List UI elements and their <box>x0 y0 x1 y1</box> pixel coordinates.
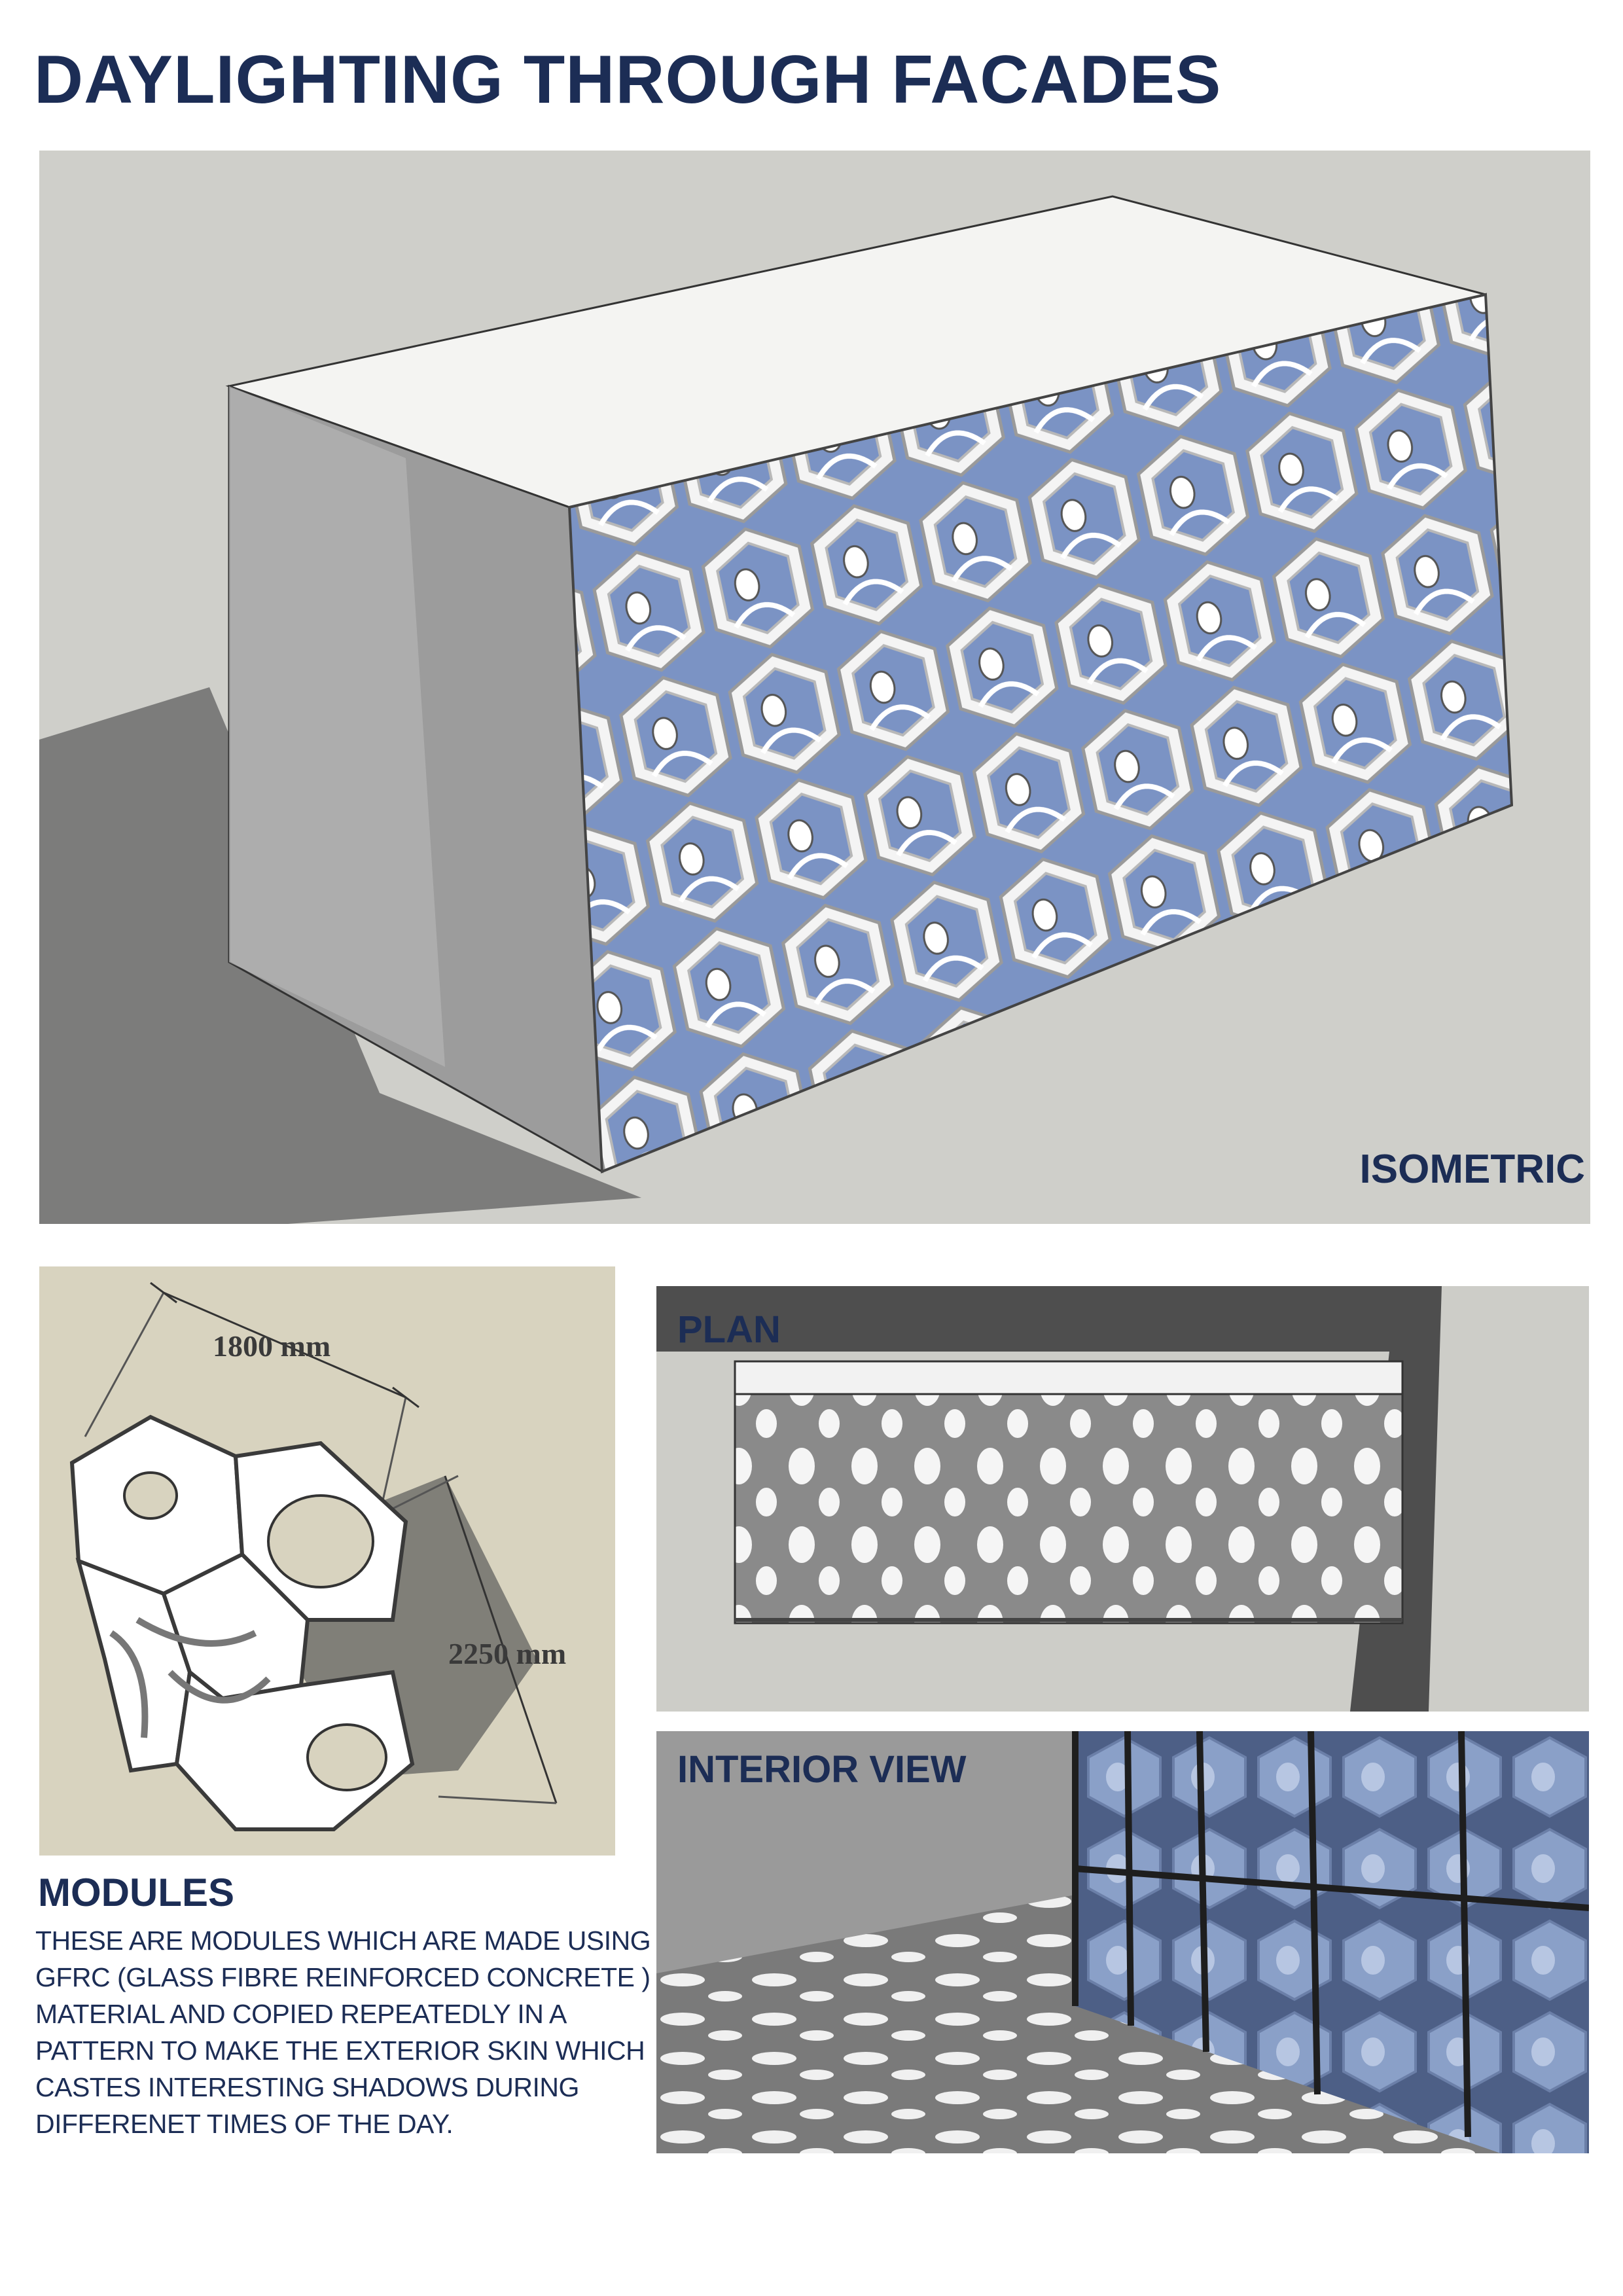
modules-drawing-panel: 1800 mm 2250 mm <box>39 1266 615 1856</box>
facade-modules <box>567 293 1514 1174</box>
modules-description-line: CASTES INTERESTING SHADOWS DURING <box>35 2072 579 2102</box>
plan-rendering <box>656 1286 1442 1712</box>
modules-description-line: PATTERN TO MAKE THE EXTERIOR SKIN WHICH <box>35 2036 645 2066</box>
modules-heading: MODULES <box>38 1871 234 1914</box>
modules-description: THESE ARE MODULES WHICH ARE MADE USING G… <box>35 1922 651 2142</box>
ground-shadow <box>39 687 641 1224</box>
modules-description-line: THESE ARE MODULES WHICH ARE MADE USING <box>35 1926 651 1956</box>
module-width-dimension: 1800 mm <box>213 1329 331 1363</box>
page-title: DAYLIGHTING THROUGH FACADES <box>34 42 1222 118</box>
isometric-panel: ISOMETRIC <box>39 151 1590 1224</box>
plan-panel: PLAN <box>656 1286 1589 1712</box>
interior-view-panel: INTERIOR VIEW <box>656 1731 1589 2153</box>
modules-description-line: DIFFERENET TIMES OF THE DAY. <box>35 2109 454 2139</box>
modules-description-line: MATERIAL AND COPIED REPEATEDLY IN A <box>35 1999 567 2029</box>
isometric-label: ISOMETRIC <box>1359 1147 1585 1192</box>
isometric-rendering <box>39 195 1514 1224</box>
interior-view-label: INTERIOR VIEW <box>677 1748 967 1791</box>
module-cluster-drawing <box>69 1282 558 1831</box>
plan-label: PLAN <box>677 1308 781 1351</box>
interior-rendering <box>656 1731 1589 2153</box>
modules-description-line: GFRC (GLASS FIBRE REINFORCED CONCRETE ) <box>35 1962 651 1992</box>
module-height-dimension: 2250 mm <box>448 1637 567 1670</box>
